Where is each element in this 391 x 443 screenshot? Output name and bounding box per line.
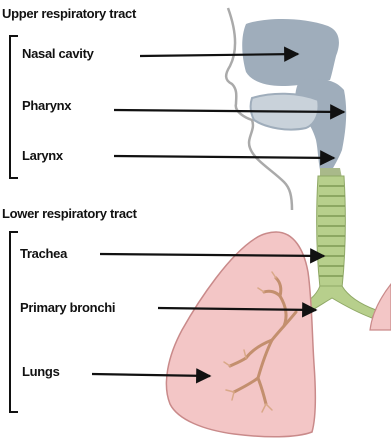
label-lungs: Lungs <box>22 364 60 379</box>
trachea-tube <box>317 176 346 288</box>
label-pharynx: Pharynx <box>22 98 72 113</box>
label-nasal-cavity: Nasal cavity <box>22 46 95 61</box>
left-lung <box>166 232 315 437</box>
arrow-larynx <box>114 156 334 158</box>
lower-tract-bracket <box>10 232 18 412</box>
lower-tract-heading: Lower respiratory tract <box>2 206 138 221</box>
lungs-illustration <box>166 232 391 437</box>
label-larynx: Larynx <box>22 148 64 163</box>
nasal-cavity-shape <box>242 19 339 86</box>
upper-tract-heading: Upper respiratory tract <box>2 6 137 21</box>
label-trachea: Trachea <box>20 246 68 261</box>
label-primary-bronchi: Primary bronchi <box>20 300 115 315</box>
upper-tract-bracket <box>10 36 18 178</box>
right-lung-edge <box>370 284 391 330</box>
